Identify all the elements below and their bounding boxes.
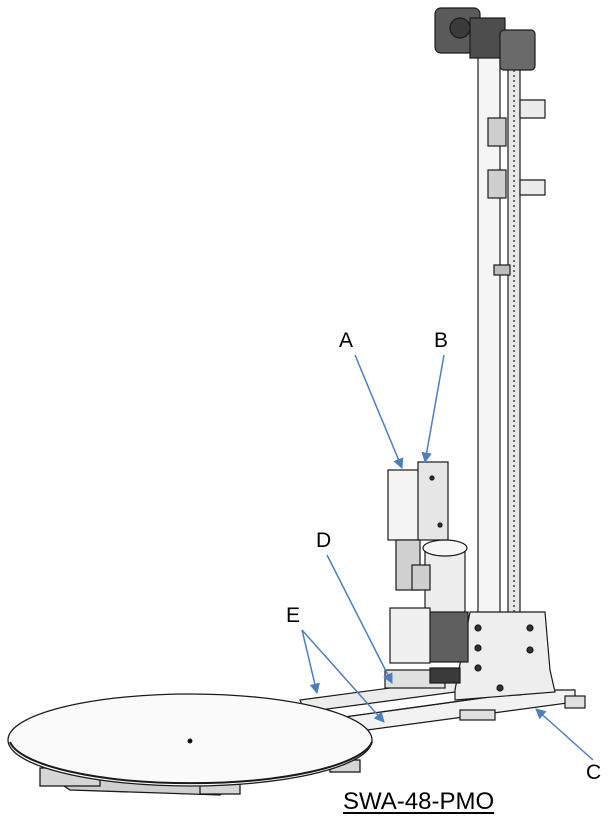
arrow-b [421,354,445,464]
callout-label-e: E [286,604,301,627]
drive-motor [384,539,469,689]
arrow-a [354,354,404,469]
arrow-d [326,554,393,684]
callout-label-a: A [339,329,354,352]
mast-base [454,611,556,701]
turntable [7,693,373,796]
callout-label-b: B [434,329,449,352]
top-motor [434,7,536,71]
callout-arrows [301,354,594,761]
mast [477,44,546,696]
arrow-e1 [301,629,320,695]
arrow-e2 [301,629,385,723]
model-name: SWA-48-PMO [343,788,495,815]
callout-label-d: D [316,529,332,552]
callout-label-c: C [586,761,602,784]
control-panel [387,461,449,591]
arrow-c [535,708,594,761]
